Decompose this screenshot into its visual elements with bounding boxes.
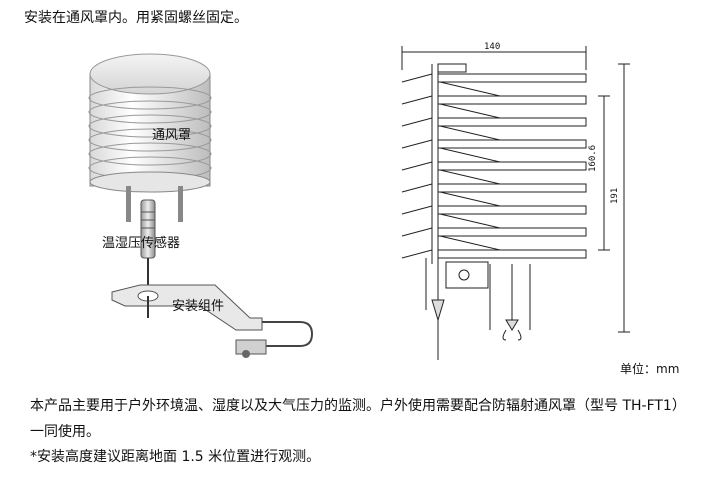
mount-label: 安装组件 [172,299,225,314]
dim-inner-height: 160.6 [588,144,598,172]
radiation-shield [88,53,212,222]
mounting-bracket [111,284,314,358]
unit-label: 单位：mm [620,362,680,376]
shield-label: 通风罩 [152,128,192,143]
technical-drawing [401,46,630,360]
sensor-label: 温湿压传感器 [102,236,181,251]
dim-width: 140 [484,42,501,52]
install-note: *安装高度建议距离地面 1.5 米位置进行观测。 [30,449,321,465]
header-instruction: 安装在通风罩内。用紧固螺丝固定。 [24,10,248,26]
dim-total-height: 191 [610,187,620,204]
product-description: 本产品主要用于户外环境温、湿度以及大气压力的监测。户外使用需要配合防辐射通风罩（… [30,398,679,440]
louver-plates [401,73,587,259]
sensor-probe [140,199,156,300]
